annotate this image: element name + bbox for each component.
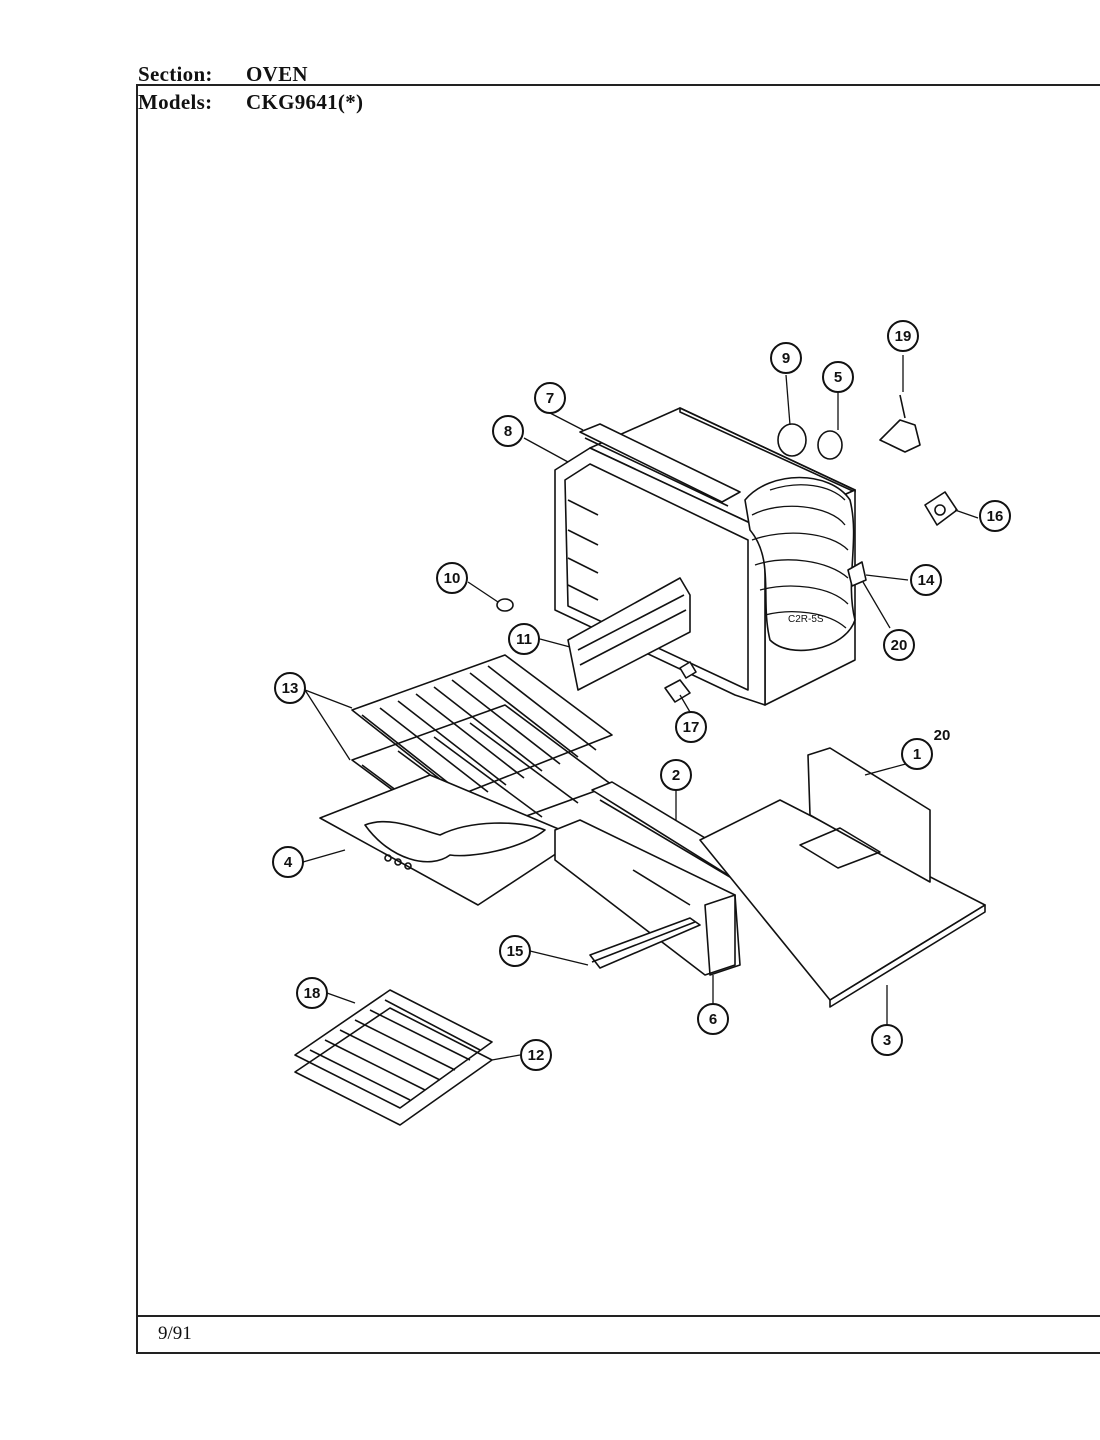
callout-4: 4 bbox=[272, 846, 304, 878]
callout-label: 14 bbox=[918, 572, 935, 589]
callout-label: 20 bbox=[934, 727, 951, 744]
callout-16: 16 bbox=[979, 500, 1011, 532]
oven-liner: C2R-5S bbox=[554, 407, 856, 706]
callout-label: 17 bbox=[683, 719, 700, 736]
callout-label: 1 bbox=[913, 746, 921, 763]
bulb-10 bbox=[496, 598, 514, 612]
footer-rule bbox=[136, 1315, 1100, 1317]
drawer-6 bbox=[554, 819, 741, 976]
models-label: Models: bbox=[138, 90, 213, 114]
callout-8: 8 bbox=[492, 415, 524, 447]
callout-14: 14 bbox=[910, 564, 942, 596]
callout-label: 19 bbox=[895, 328, 912, 345]
callout-9: 9 bbox=[770, 342, 802, 374]
callout-label: 12 bbox=[528, 1047, 545, 1064]
callout-2: 2 bbox=[660, 759, 692, 791]
callout-label: 9 bbox=[782, 350, 790, 367]
callout-label: 7 bbox=[546, 390, 554, 407]
callout-label: 13 bbox=[282, 680, 299, 697]
broil-pan bbox=[294, 989, 493, 1126]
callout-label: 16 bbox=[987, 508, 1004, 525]
callout-label: 6 bbox=[709, 1011, 717, 1028]
wire-19 bbox=[879, 419, 921, 453]
oven-bottom bbox=[319, 774, 581, 906]
callout-label: 20 bbox=[891, 637, 908, 654]
callout-label: 11 bbox=[516, 631, 532, 648]
bracket-16 bbox=[924, 491, 958, 526]
callout-20: 20 bbox=[883, 629, 915, 661]
callout-label: 4 bbox=[284, 854, 293, 871]
callout-label: 2 bbox=[672, 767, 680, 784]
callout-3: 3 bbox=[871, 1024, 903, 1056]
callout-1: 1 bbox=[901, 738, 933, 770]
callout-label: 18 bbox=[304, 985, 321, 1002]
revision-date: 9/91 bbox=[158, 1323, 192, 1344]
callout-label: 10 bbox=[444, 570, 461, 587]
switch-14 bbox=[847, 561, 867, 587]
callout-12: 12 bbox=[520, 1039, 552, 1071]
callout-label: 3 bbox=[883, 1032, 891, 1049]
board-1 bbox=[799, 747, 931, 883]
callout-15: 15 bbox=[499, 935, 531, 967]
callout-10: 10 bbox=[436, 562, 468, 594]
section-value: OVEN bbox=[246, 62, 308, 86]
callout-7: 7 bbox=[534, 382, 566, 414]
panel-11 bbox=[567, 577, 691, 691]
igniter-9 bbox=[777, 423, 807, 457]
oven-racks bbox=[351, 654, 613, 846]
callout-label: 15 bbox=[507, 943, 524, 960]
callout-20: 20 bbox=[934, 727, 951, 744]
callout-18: 18 bbox=[296, 977, 328, 1009]
callout-6: 6 bbox=[697, 1003, 729, 1035]
callout-17: 17 bbox=[675, 711, 707, 743]
callout-label: 5 bbox=[834, 369, 842, 386]
callout-label: 8 bbox=[504, 423, 512, 440]
models-value: CKG9641(*) bbox=[246, 90, 364, 114]
callout-11: 11 bbox=[508, 623, 540, 655]
callout-5: 5 bbox=[822, 361, 854, 393]
wire-19-lead bbox=[899, 394, 906, 419]
page-frame bbox=[136, 84, 1100, 1354]
clip-17 bbox=[664, 679, 691, 703]
valve-5 bbox=[817, 430, 843, 460]
stamp-text: C2R-5S bbox=[788, 614, 824, 625]
callout-19: 19 bbox=[887, 320, 919, 352]
section-label: Section: bbox=[138, 62, 213, 86]
callout-13: 13 bbox=[274, 672, 306, 704]
